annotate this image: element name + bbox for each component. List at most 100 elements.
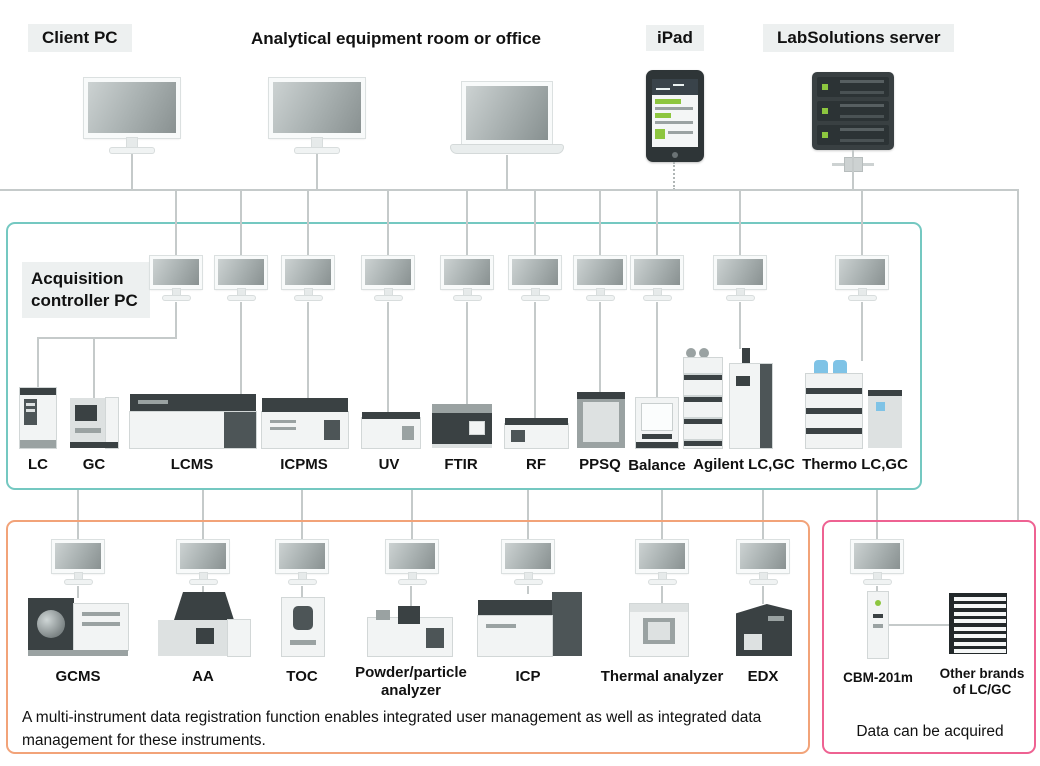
instrument-label: Thermo LC,GC [802, 456, 908, 473]
connector-line [1017, 189, 1019, 521]
labsolutions-server-icon [812, 72, 894, 150]
connector-line [93, 337, 95, 399]
instrument-pc-monitor-icon [52, 540, 104, 584]
instrument-label: AA [192, 668, 214, 685]
client-pc-monitor-icon [269, 78, 365, 153]
led-icon [822, 84, 828, 90]
ipad-icon [646, 70, 704, 162]
ppsq-icon [577, 392, 625, 448]
connector-line [876, 490, 878, 540]
lc-icon [20, 388, 56, 448]
acquisition-pc-monitor-icon [836, 256, 888, 300]
instrument-pc-monitor-icon [636, 540, 688, 584]
acquisition-pc-monitor-icon [215, 256, 267, 300]
connector-line [534, 302, 536, 419]
ftir-icon [432, 404, 492, 448]
led-icon [822, 108, 828, 114]
instrument-pc-monitor-icon [276, 540, 328, 584]
connector-line [202, 586, 204, 594]
led-icon [822, 132, 828, 138]
instrument-label: Agilent LC,GC [693, 456, 795, 473]
instrument-label: Other brands of LC/GC [939, 666, 1025, 697]
connector-line [661, 490, 663, 540]
connector-line [534, 189, 536, 256]
server-label: LabSolutions server [763, 24, 955, 52]
icp-icon [478, 592, 582, 656]
room-title: Analytical equipment room or office [251, 29, 541, 48]
multi-instrument-zone-box [6, 520, 810, 754]
instrument-pc-monitor-icon [386, 540, 438, 584]
instrument-label: LCMS [170, 456, 214, 473]
multi-instrument-note: A multi-instrument data registration fun… [22, 709, 762, 750]
edx-icon [736, 604, 792, 656]
connector-line-dotted [673, 162, 675, 190]
connector-line [175, 302, 177, 338]
acquired-note: Data can be acquired [856, 723, 1004, 740]
balance-icon [636, 398, 678, 448]
connector-line [599, 189, 601, 256]
connector-line [762, 586, 764, 604]
connector-line [861, 302, 863, 361]
instrument-pc-monitor-icon [177, 540, 229, 584]
instrument-label: ICPMS [280, 456, 328, 473]
connector-line [466, 302, 468, 405]
connector-line [77, 490, 79, 540]
connector-line [852, 150, 854, 190]
connector-line [506, 155, 508, 190]
instrument-label: Thermal analyzer [600, 668, 724, 685]
instrument-label: Balance [628, 457, 686, 474]
connector-line [202, 490, 204, 540]
connector-line [656, 189, 658, 256]
acquisition-pc-monitor-icon [441, 256, 493, 300]
acquisition-pc-monitor-icon [282, 256, 334, 300]
powder-particle-analyzer-icon [368, 606, 452, 656]
acquisition-pc-monitor-icon [714, 256, 766, 300]
instrument-label: GCMS [55, 668, 101, 685]
instrument-pc-monitor-icon [502, 540, 554, 584]
connector-line [661, 586, 663, 604]
connector-line [240, 302, 242, 395]
instrument-pc-monitor-icon [737, 540, 789, 584]
connector-line [77, 586, 79, 598]
connector-line [599, 302, 601, 393]
gcms-icon [28, 598, 128, 656]
acquisition-controller-label: Acquisition controller PC [22, 262, 150, 319]
acquisition-pc-monitor-icon [362, 256, 414, 300]
connector-line [739, 302, 741, 349]
connector-line [410, 586, 412, 606]
client-pc-monitor-icon [84, 78, 180, 153]
connector-line [861, 189, 863, 256]
toc-icon [282, 598, 324, 656]
client-pc-label: Client PC [28, 24, 132, 52]
instrument-label: CBM-201m [843, 670, 913, 685]
connector-line [762, 490, 764, 540]
connector-line [240, 189, 242, 256]
instrument-label: UV [378, 456, 400, 473]
instrument-label: ICP [515, 668, 541, 685]
acquisition-pc-monitor-icon [631, 256, 683, 300]
instrument-label: GC [82, 456, 106, 473]
connector-line [307, 189, 309, 256]
connector-line [876, 586, 878, 592]
ipad-label: iPad [646, 25, 704, 51]
connector-line [37, 337, 39, 389]
gc-icon [70, 398, 118, 448]
connector-line [316, 154, 318, 190]
icpms-icon [262, 398, 348, 448]
connector-line [466, 189, 468, 256]
connector-line [175, 189, 177, 256]
lcms-icon [130, 394, 256, 448]
instrument-label: PPSQ [579, 456, 621, 473]
acquisition-pc-monitor-icon [150, 256, 202, 300]
network-hub-icon [832, 163, 844, 166]
agilent-lc-gc-icon [684, 348, 772, 448]
acquisition-pc-monitor-icon [574, 256, 626, 300]
connector-line [527, 490, 529, 540]
acquisition-zone-box [6, 222, 922, 490]
connector-line [301, 490, 303, 540]
cbm-201m-icon [868, 592, 888, 658]
connector-line [886, 624, 952, 626]
rf-icon [505, 418, 568, 448]
cbm-pc-monitor-icon [851, 540, 903, 584]
